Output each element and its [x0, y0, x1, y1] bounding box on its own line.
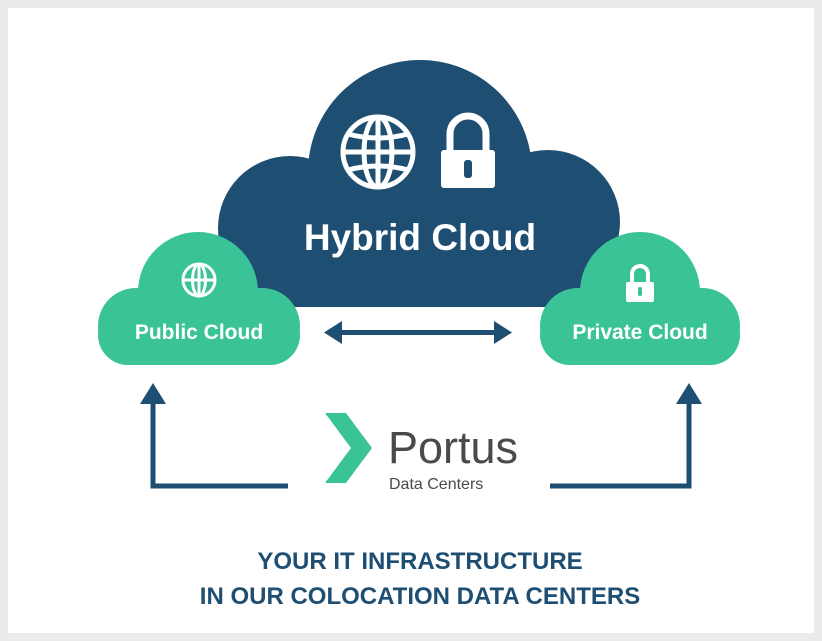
tagline: YOUR IT INFRASTRUCTURE IN OUR COLOCATION… [200, 548, 640, 610]
public-cloud: Public Cloud [98, 232, 300, 365]
padlock-icon [441, 112, 495, 188]
private-cloud: Private Cloud [540, 232, 740, 365]
hybrid-cloud-shape [218, 60, 620, 307]
globe-icon [340, 114, 416, 190]
tagline-line-1: YOUR IT INFRASTRUCTURE [257, 548, 582, 575]
left-connector-arrow [140, 383, 288, 489]
portus-logo: Portus Data Centers [325, 413, 518, 493]
globe-icon [181, 262, 217, 298]
logo-name: Portus [388, 422, 518, 473]
bidirectional-arrow [324, 321, 512, 344]
portus-logo-mark [325, 413, 372, 483]
padlock-icon [626, 264, 654, 302]
hybrid-cloud-label: Hybrid Cloud [304, 217, 536, 258]
tagline-line-2: IN OUR COLOCATION DATA CENTERS [200, 583, 640, 610]
hybrid-cloud: Hybrid Cloud [218, 60, 620, 307]
public-cloud-shape [98, 232, 300, 365]
private-cloud-shape [540, 232, 740, 365]
right-connector-arrow [550, 383, 702, 489]
private-cloud-label: Private Cloud [572, 321, 707, 344]
logo-subtitle: Data Centers [389, 476, 483, 493]
public-cloud-label: Public Cloud [135, 321, 263, 344]
